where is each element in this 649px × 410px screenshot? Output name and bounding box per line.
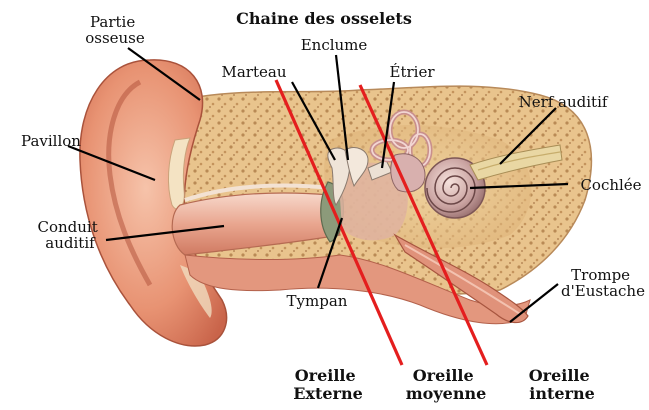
label-conduit-auditif: Conduit auditif [37, 218, 102, 252]
label-etrier: Étrier [390, 63, 436, 81]
arrow-trompe [510, 284, 558, 322]
zone-oreille-externe: Oreille Externe [293, 366, 363, 403]
label-cochlee: Cochlée [580, 176, 641, 194]
zone-oreille-moyenne: Oreille moyenne [406, 366, 487, 403]
label-tympan: Tympan [287, 292, 348, 310]
label-marteau: Marteau [222, 63, 287, 81]
label-enclume: Enclume [301, 36, 368, 54]
label-pavillon: Pavillon [21, 132, 81, 150]
zone-oreille-interne: Oreille interne [529, 366, 596, 403]
label-trompe: Trompe d'Eustache [561, 266, 645, 300]
label-partie-osseuse: Partie osseuse [85, 13, 145, 47]
label-nerf-auditif: Nerf auditif [519, 93, 609, 111]
diagram-title: Chaine des osselets [236, 9, 412, 28]
